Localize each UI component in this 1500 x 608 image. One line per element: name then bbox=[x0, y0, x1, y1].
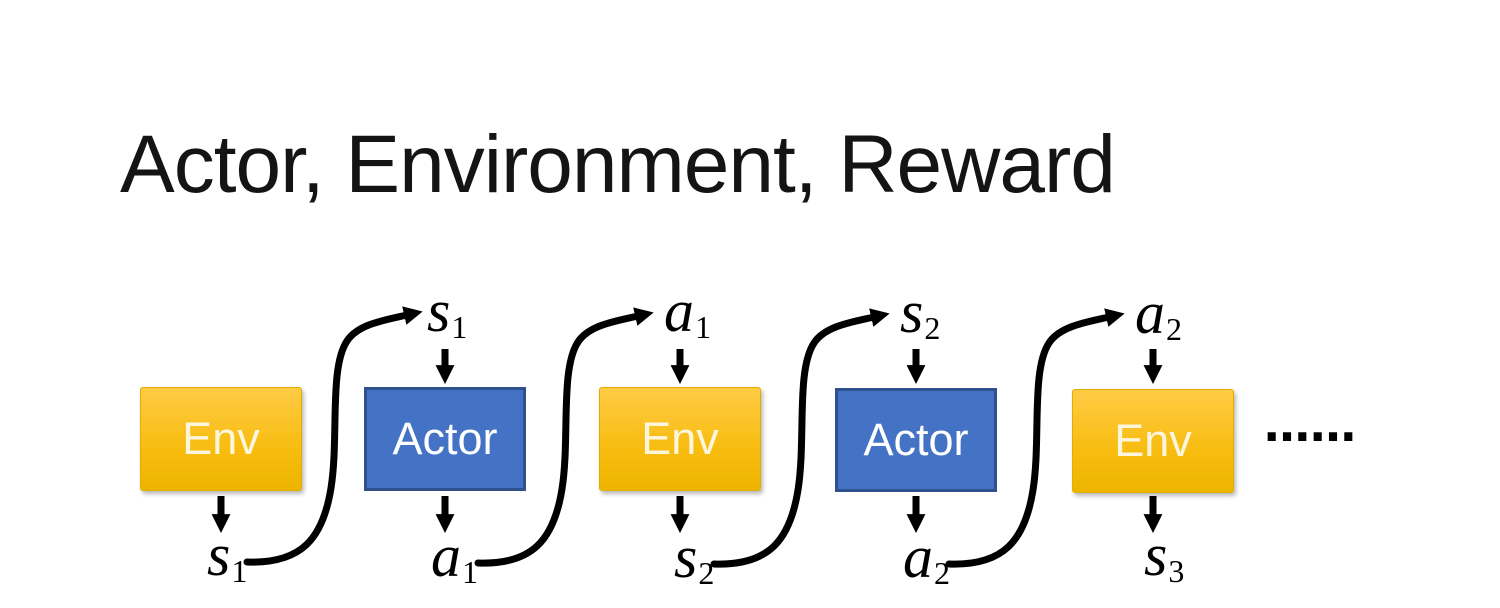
bottom-label-a1: a1 bbox=[431, 523, 478, 590]
top-label-a2: a2 bbox=[1135, 280, 1182, 347]
actor-box-2-label: Actor bbox=[863, 414, 969, 465]
slide-title: Actor, Environment, Reward bbox=[120, 119, 1116, 210]
env-box-2: Env bbox=[599, 387, 761, 491]
top-label-s2: s2 bbox=[900, 279, 941, 346]
env-box-3: Env bbox=[1072, 389, 1234, 493]
top-label-a1: a1 bbox=[664, 278, 711, 345]
env-box-1-label: Env bbox=[182, 413, 260, 464]
actor-box-1: Actor bbox=[364, 387, 526, 491]
actor-box-2: Actor bbox=[835, 388, 997, 492]
env-box-2-label: Env bbox=[641, 413, 719, 464]
bottom-label-a2: a2 bbox=[903, 524, 950, 591]
env-box-1: Env bbox=[140, 387, 302, 491]
continuation-dots: …… bbox=[1264, 398, 1356, 452]
bottom-label-s1: s1 bbox=[207, 522, 248, 589]
bottom-label-s2: s2 bbox=[674, 524, 715, 591]
env-box-3-label: Env bbox=[1114, 415, 1192, 466]
top-label-s1: s1 bbox=[427, 278, 468, 345]
actor-box-1-label: Actor bbox=[392, 413, 498, 464]
bottom-label-s3: s3 bbox=[1144, 522, 1185, 589]
